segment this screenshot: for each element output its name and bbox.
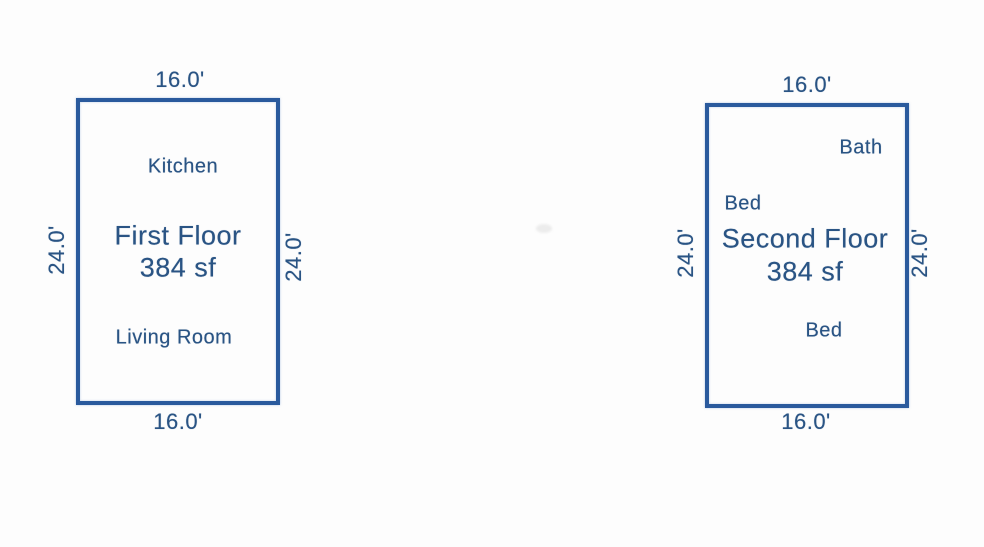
first-floor-title: First Floor [114, 220, 242, 251]
room-label-bath: Bath [839, 136, 883, 159]
second-floor-height-dimension-left: 24.0' [673, 228, 698, 278]
first-floor-outline [76, 98, 280, 405]
scan-smudge-artifact [536, 224, 552, 233]
second-floor-height-dimension-right: 24.0' [907, 228, 932, 278]
first-floor-height-dimension-left: 24.0' [44, 225, 69, 275]
first-floor-width-dimension-bottom: 16.0' [153, 409, 203, 434]
second-floor-area: 384 sf [766, 256, 844, 287]
second-floor-width-dimension-top: 16.0' [782, 72, 832, 97]
first-floor-area: 384 sf [139, 252, 217, 283]
room-label-bed-lower: Bed [805, 319, 843, 342]
first-floor-width-dimension-top: 16.0' [155, 67, 205, 92]
second-floor-width-dimension-bottom: 16.0' [781, 409, 831, 434]
second-floor-title: Second Floor [721, 223, 889, 254]
first-floor-height-dimension-right: 24.0' [281, 232, 306, 282]
second-floor-outline [705, 103, 909, 408]
room-label-bed-upper: Bed [724, 192, 762, 215]
room-label-living-room: Living Room [115, 326, 233, 349]
room-label-kitchen: Kitchen [147, 155, 219, 178]
